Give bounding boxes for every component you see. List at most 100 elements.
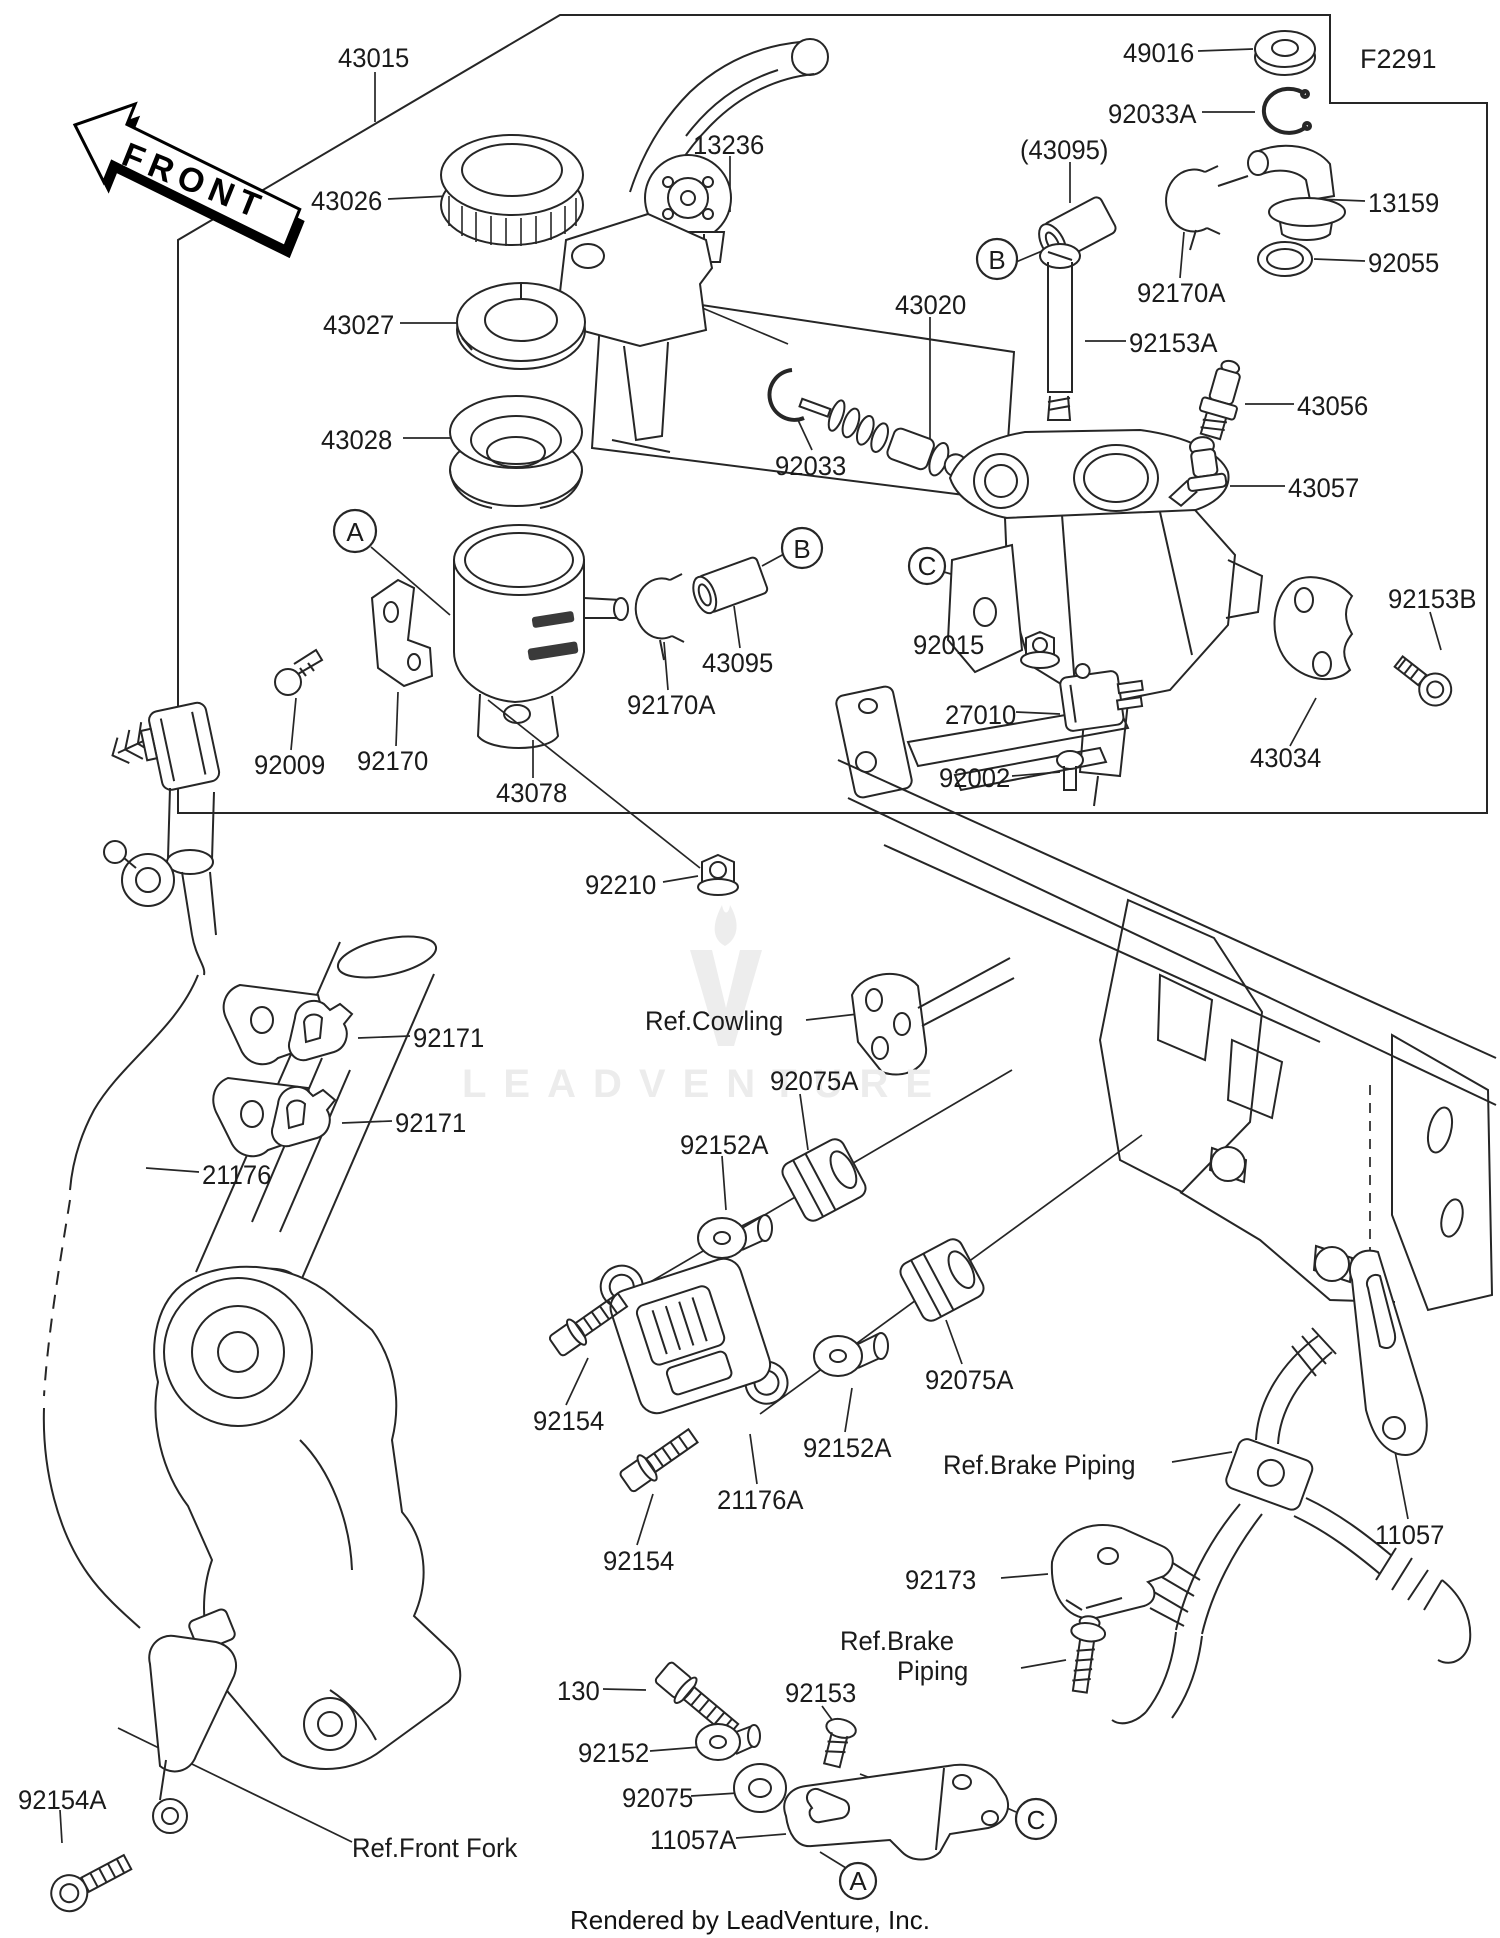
part-label-92153: 92153: [785, 1678, 857, 1708]
ref-label-cowling: Ref.Cowling: [645, 1006, 784, 1036]
valve-43056-drawing: [1198, 359, 1241, 441]
marker-b-mid-circle: [780, 526, 824, 570]
watermark-logo: [690, 905, 762, 1046]
ref-label-brake-piping-2a: Ref.Brake: [840, 1626, 955, 1656]
reservoir-plate-drawing: [456, 282, 586, 370]
part-label-92171-1: 92171: [413, 1023, 485, 1053]
hose-clamp-top-drawing: [1165, 165, 1249, 251]
marker-c-bottom: C: [1027, 1805, 1046, 1835]
part-label-11057: 11057: [1375, 1520, 1445, 1550]
bolt-92154a-drawing: [50, 1853, 133, 1913]
part-label-130: 130: [557, 1676, 600, 1706]
ref-label-front-fork: Ref.Front Fork: [352, 1833, 518, 1863]
screw-92153b-drawing: [1393, 655, 1453, 707]
part-label-92055: 92055: [1368, 248, 1440, 278]
ref-label-brake-piping-2b: Piping: [897, 1656, 969, 1686]
part-label-13236: 13236: [693, 130, 765, 160]
washer-92152a-lower-drawing: [813, 1332, 889, 1377]
part-label-92075a-lower: 92075A: [925, 1365, 1014, 1395]
clamp-92173-drawing: [1050, 1524, 1174, 1620]
part-label-92170a-mid: 92170A: [627, 690, 716, 720]
part-label-92152a-lower: 92152A: [803, 1433, 892, 1463]
part-label-43034: 43034: [1250, 743, 1322, 773]
grommet-92075-drawing: [733, 1763, 787, 1813]
screw-92002-drawing: [1056, 750, 1084, 791]
reservoir-cap-drawing: [440, 134, 584, 246]
part-label-13159: 13159: [1368, 188, 1440, 218]
part-label-49016: 49016: [1123, 38, 1195, 68]
part-label-43028: 43028: [321, 425, 393, 455]
part-label-21176: 21176: [202, 1160, 272, 1190]
part-label-92002: 92002: [939, 763, 1011, 793]
fitting-43057-drawing: [1168, 436, 1228, 507]
brake-hose-drawing: [1111, 1327, 1472, 1725]
screw-92153-2-drawing: [822, 1717, 857, 1769]
part-label-43026: 43026: [311, 186, 383, 216]
washer-92152-drawing: [695, 1723, 761, 1761]
stay-11057-drawing: [1349, 1249, 1428, 1456]
part-label-92033a: 92033A: [1108, 99, 1197, 129]
grommet-92075a-lower-drawing: [899, 1238, 985, 1322]
sensor-21176a-drawing: [599, 1257, 789, 1415]
bolt-92154-2-drawing: [619, 1427, 699, 1493]
part-label-92152a-upper: 92152A: [680, 1130, 769, 1160]
circlip-92033a-drawing: [1261, 86, 1312, 135]
marker-b-mid: B: [793, 534, 810, 564]
part-label-92009: 92009: [254, 750, 326, 780]
marker-c-mid-circle: [907, 546, 947, 586]
part-label-92153b: 92153B: [1388, 584, 1477, 614]
cowling-stay-plate: [850, 957, 1015, 1076]
part-label-21176a: 21176A: [717, 1485, 804, 1515]
clip-92171-2-drawing: [271, 1085, 337, 1148]
part-label-11057a: 11057A: [650, 1825, 737, 1855]
nut-92015-drawing: [1020, 630, 1060, 669]
part-label-92171-2: 92171: [395, 1108, 467, 1138]
part-label-43015: 43015: [338, 43, 410, 73]
part-label-43056: 43056: [1297, 391, 1369, 421]
part-label-43095: 43095: [702, 648, 774, 678]
marker-a-bottom-circle: [838, 1861, 878, 1901]
reservoir-boot-drawing: [449, 395, 583, 509]
bolt-92154-1-drawing: [548, 1292, 629, 1357]
part-label-92153a: 92153A: [1129, 328, 1218, 358]
part-label-92173: 92173: [905, 1565, 977, 1595]
part-label-92075: 92075: [622, 1783, 694, 1813]
part-label-92015: 92015: [913, 630, 985, 660]
part-label-92170: 92170: [357, 746, 429, 776]
part-label-43057: 43057: [1288, 473, 1360, 503]
marker-a-top-circle: [332, 508, 378, 554]
marker-b-top: B: [988, 245, 1005, 275]
oring-92055-drawing: [1257, 241, 1313, 277]
render-credit: Rendered by LeadVenture, Inc.: [570, 1905, 930, 1935]
part-label-92152: 92152: [578, 1738, 650, 1768]
part-label-43078: 43078: [496, 778, 568, 808]
part-label-92154-2: 92154: [603, 1546, 675, 1576]
page-code: F2291: [1360, 44, 1437, 74]
part-label-43020: 43020: [895, 290, 967, 320]
front-arrow: FRONT: [72, 101, 305, 259]
part-label-43027: 43027: [323, 310, 395, 340]
part-label-92075a-upper: 92075A: [770, 1066, 859, 1096]
washer-92152a-upper-drawing: [697, 1214, 773, 1259]
leadventure-watermark: LEADVENTURE: [462, 1062, 950, 1106]
part-label-43095-paren: (43095): [1020, 135, 1109, 165]
detail-markers: [332, 237, 1058, 1901]
brake-lever-drawing: [558, 38, 829, 453]
clamp-43034-drawing: [1273, 576, 1354, 680]
part-label-92033: 92033: [775, 451, 847, 481]
clip-92171-1-drawing: [288, 999, 354, 1062]
part-label-27010: 27010: [945, 700, 1017, 730]
frame-cowling-drawing: [835, 685, 1497, 1312]
reservoir-cup-drawing: [453, 524, 629, 749]
part-label-92170a-top: 92170A: [1137, 278, 1226, 308]
hose-clamp-mid-drawing: [634, 556, 769, 661]
joint-13159-drawing: [1247, 144, 1346, 241]
marker-a-top: A: [346, 517, 364, 547]
screw-92153a-drawing: [1039, 243, 1081, 421]
part-label-92154-1: 92154: [533, 1406, 605, 1436]
marker-b-top-circle: [975, 237, 1019, 281]
reservoir-bracket-drawing: [274, 578, 434, 696]
marker-c-mid: C: [918, 551, 937, 581]
